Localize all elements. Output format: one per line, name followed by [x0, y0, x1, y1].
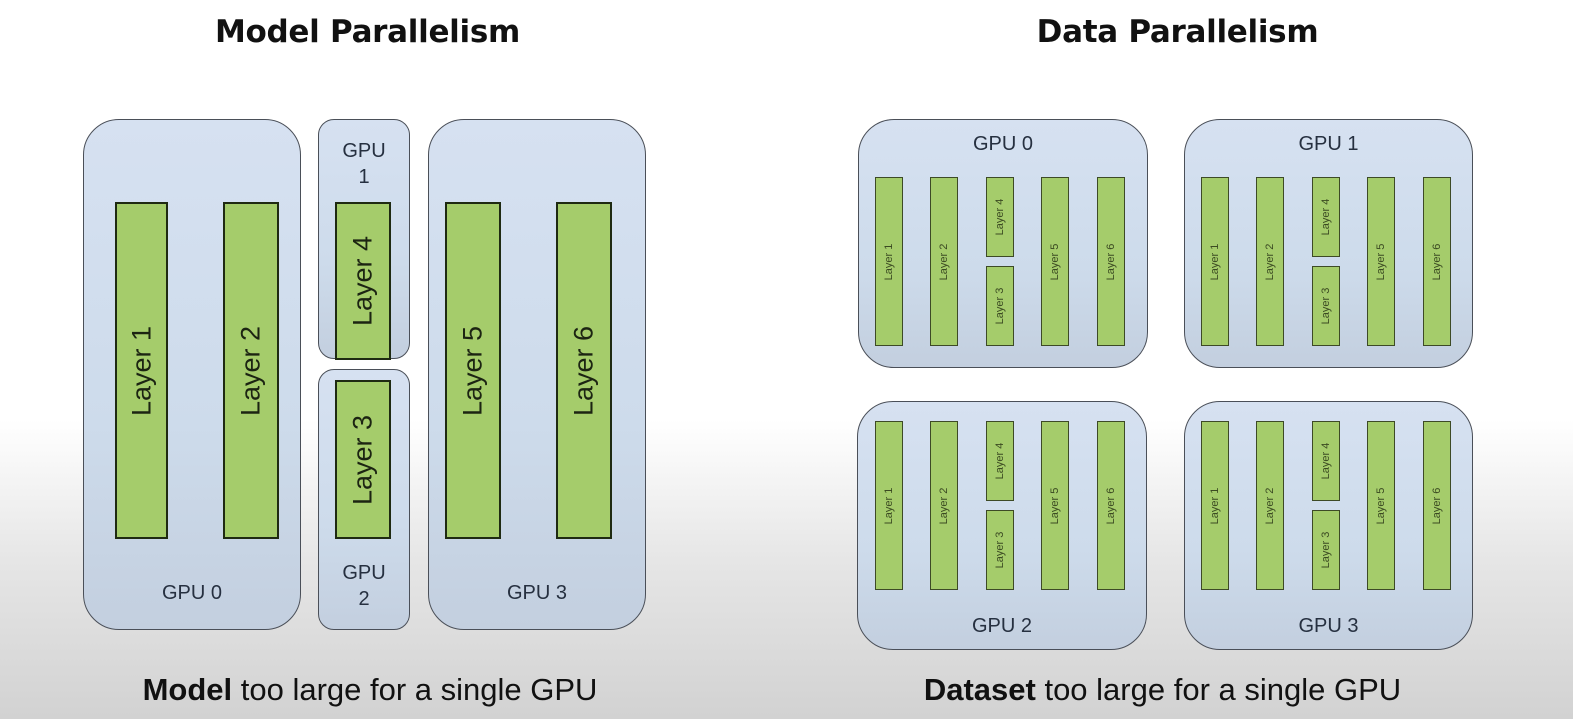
layer-label: Layer 3: [994, 287, 1006, 325]
layer-label: Layer 5: [457, 325, 488, 416]
caption-text: too large for a single GPU: [1035, 672, 1402, 707]
dp-layer-2: Layer 2: [930, 177, 958, 346]
dp-layer-2: Layer 2: [1256, 177, 1284, 346]
layer-label: Layer 2: [235, 325, 266, 416]
layer-label: Layer 6: [1105, 243, 1117, 280]
layer-label: Layer 5: [1049, 243, 1061, 280]
mp-layer-6: Layer 6: [556, 202, 612, 539]
dp-layer-5: Layer 5: [1367, 177, 1395, 346]
mp-layer-1: Layer 1: [115, 202, 168, 539]
dp-layer-2: Layer 2: [1256, 421, 1284, 590]
layer-label: Layer 6: [1431, 487, 1443, 524]
layer-label: Layer 6: [568, 325, 599, 416]
data-parallelism-caption: Dataset too large for a single GPU: [890, 672, 1435, 708]
data-parallelism-title: Data Parallelism: [1036, 14, 1319, 50]
dp-layer-1: Layer 1: [1201, 421, 1229, 590]
dp-layer-6: Layer 6: [1423, 421, 1451, 590]
layer-label: Layer 4: [347, 235, 378, 327]
dp-gpu-3: Layer 1 Layer 2 Layer 4 Layer 3 Layer 5 …: [1184, 401, 1473, 650]
dp-layer-4: Layer 4: [1312, 421, 1340, 501]
dp-gpu-1: GPU 1 Layer 1 Layer 2 Layer 4 Layer 3 La…: [1184, 119, 1473, 368]
dp-layer-1: Layer 1: [1201, 177, 1229, 346]
gpu-label: GPU 2: [971, 615, 1033, 637]
layer-label: Layer 6: [1105, 487, 1117, 524]
layer-label: Layer 3: [347, 414, 378, 505]
gpu-label: GPU: [342, 140, 386, 162]
dp-layer-1: Layer 1: [875, 421, 903, 590]
gpu-label: 1: [358, 166, 370, 188]
layer-label: Layer 1: [883, 243, 895, 280]
dp-layer-5: Layer 5: [1041, 177, 1069, 346]
layer-label: Layer 4: [994, 442, 1006, 480]
mp-layer-5: Layer 5: [445, 202, 501, 539]
dp-layer-2: Layer 2: [930, 421, 958, 590]
layer-label: Layer 1: [883, 487, 895, 524]
mp-layer-2: Layer 2: [223, 202, 279, 539]
layer-label: Layer 4: [994, 198, 1006, 236]
layer-label: Layer 5: [1375, 243, 1387, 280]
layer-label: Layer 5: [1375, 487, 1387, 524]
gpu-label: GPU: [342, 562, 386, 584]
gpu-label: GPU 0: [161, 582, 223, 604]
layer-label: Layer 3: [1320, 531, 1332, 569]
gpu-label: GPU 0: [972, 133, 1034, 155]
model-parallelism-caption: Model too large for a single GPU: [110, 672, 630, 708]
layer-label: Layer 1: [126, 325, 156, 416]
dp-layer-4: Layer 4: [1312, 177, 1340, 257]
dp-layer-6: Layer 6: [1097, 421, 1125, 590]
layer-label: Layer 2: [938, 487, 950, 524]
mp-gpu-2: Layer 3 GPU 2: [318, 369, 410, 630]
caption-text: too large for a single GPU: [232, 672, 598, 707]
dp-gpu-0: GPU 0 Layer 1 Layer 2 Layer 4 Layer 3 La…: [858, 119, 1148, 368]
mp-layer-4: Layer 4: [335, 202, 391, 360]
gpu-label: GPU 3: [1298, 615, 1359, 637]
dp-layer-6: Layer 6: [1423, 177, 1451, 346]
mp-layer-3: Layer 3: [335, 380, 391, 539]
dp-layer-3: Layer 3: [1312, 510, 1340, 590]
dp-layer-6: Layer 6: [1097, 177, 1125, 346]
layer-label: Layer 3: [994, 531, 1006, 569]
model-parallelism-title: Model Parallelism: [215, 14, 520, 50]
layer-label: Layer 1: [1209, 243, 1221, 280]
layer-label: Layer 6: [1431, 243, 1443, 280]
mp-gpu-1: GPU 1 Layer 4: [318, 119, 410, 360]
layer-label: Layer 2: [1264, 487, 1276, 524]
caption-emphasis: Dataset: [923, 672, 1036, 707]
caption-emphasis: Model: [142, 672, 233, 707]
gpu-label: GPU 3: [506, 582, 568, 604]
dp-layer-5: Layer 5: [1367, 421, 1395, 590]
dp-layer-4: Layer 4: [986, 421, 1014, 501]
dp-gpu-2: Layer 1 Layer 2 Layer 4 Layer 3 Layer 5 …: [857, 401, 1147, 650]
layer-label: Layer 3: [1320, 287, 1332, 325]
gpu-label: GPU 1: [1298, 133, 1359, 155]
layer-label: Layer 1: [1209, 487, 1221, 524]
mp-gpu-3: Layer 5 Layer 6 GPU 3: [428, 119, 646, 630]
dp-layer-3: Layer 3: [986, 266, 1014, 346]
dp-layer-3: Layer 3: [1312, 266, 1340, 346]
gpu-label: 2: [358, 588, 370, 610]
layer-label: Layer 4: [1320, 442, 1332, 480]
layer-label: Layer 2: [938, 243, 950, 280]
dp-layer-4: Layer 4: [986, 177, 1014, 257]
layer-label: Layer 4: [1320, 198, 1332, 236]
mp-gpu-0: Layer 1 Layer 2 GPU 0: [83, 119, 301, 630]
dp-layer-5: Layer 5: [1041, 421, 1069, 590]
layer-label: Layer 5: [1049, 487, 1061, 524]
dp-layer-3: Layer 3: [986, 510, 1014, 590]
layer-label: Layer 2: [1264, 243, 1276, 280]
dp-layer-1: Layer 1: [875, 177, 903, 346]
